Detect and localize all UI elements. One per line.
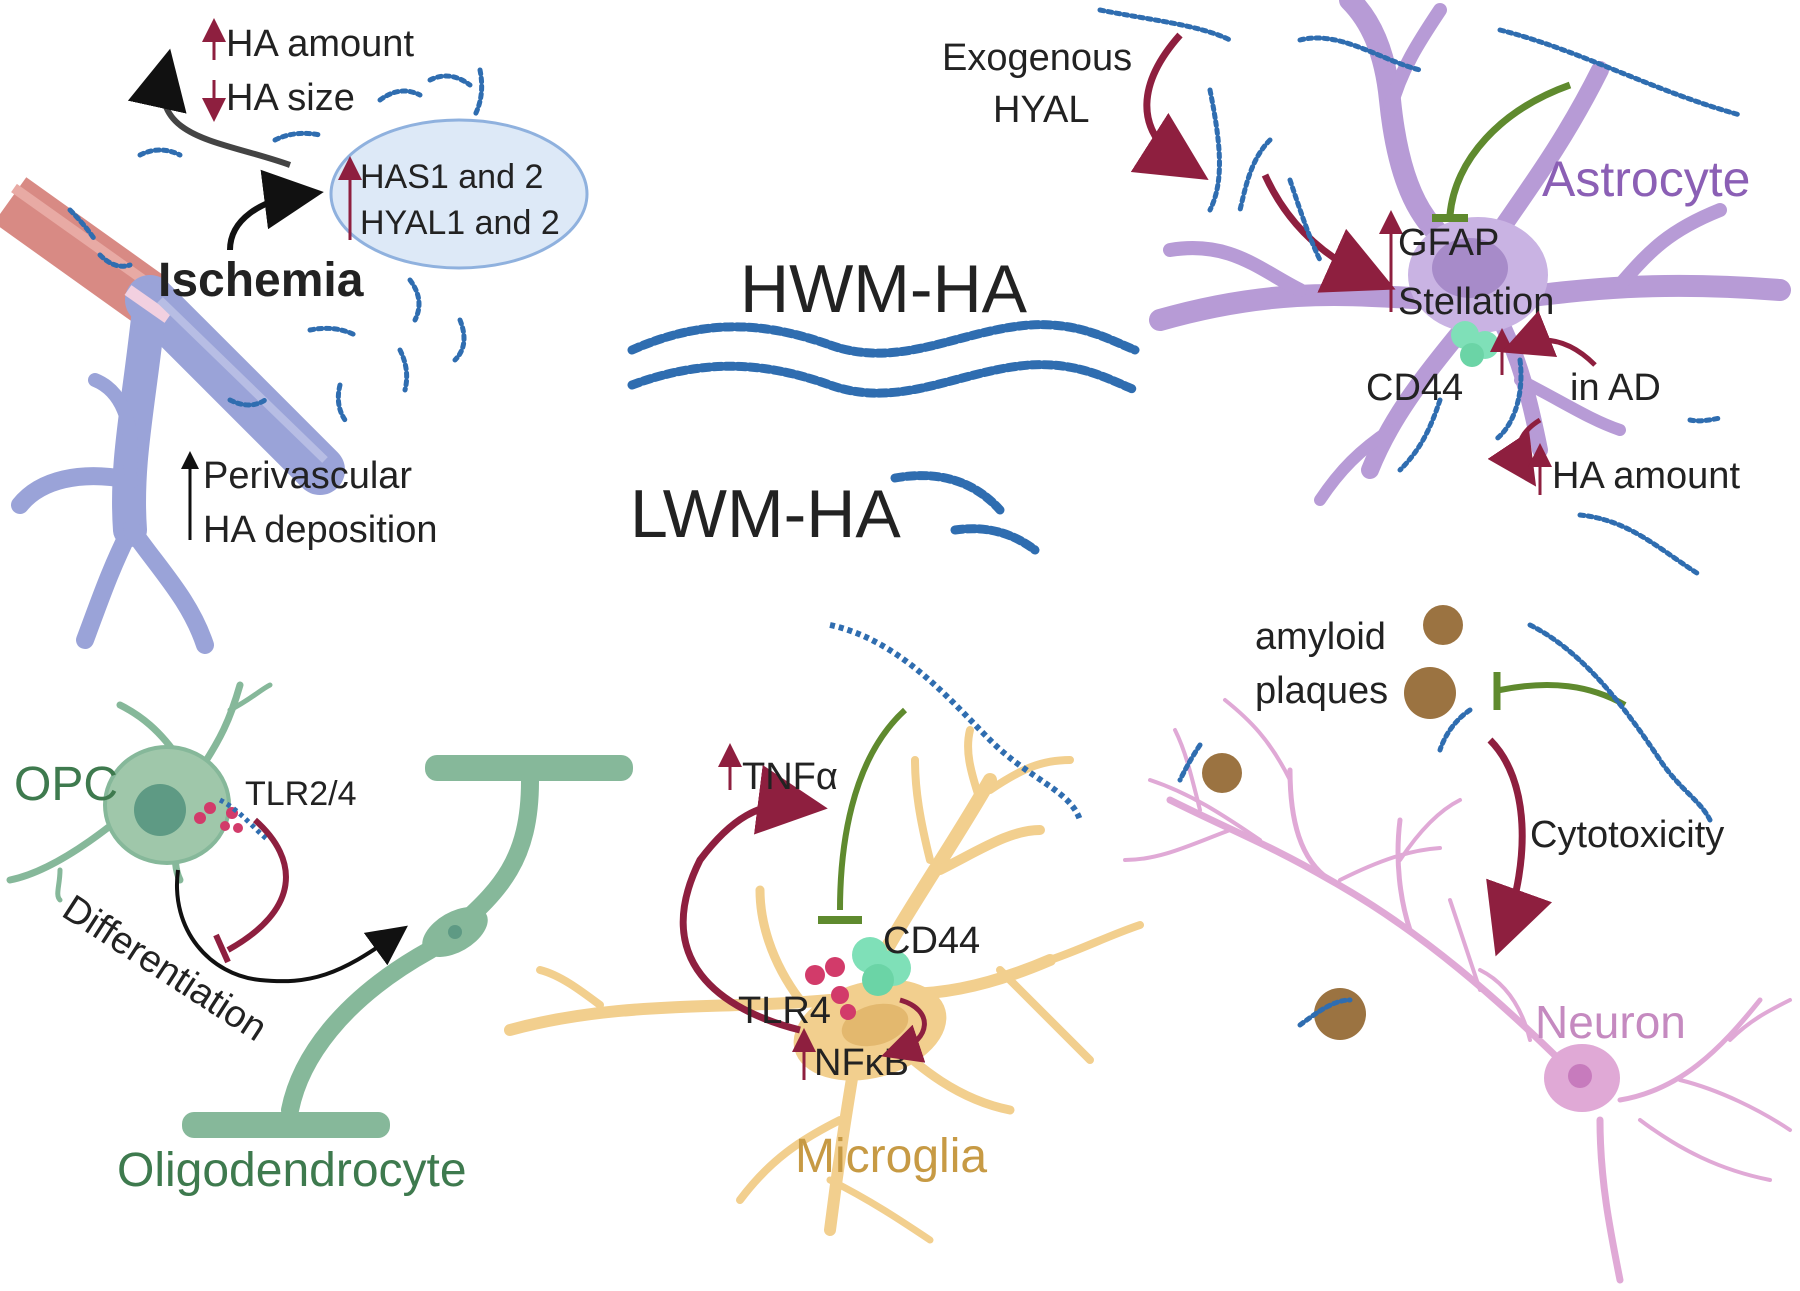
oligodendrocyte-label: Oligodendrocyte — [117, 1144, 467, 1197]
hwm-ha-chains — [627, 320, 1140, 398]
in-ad-label: in AD — [1570, 367, 1661, 409]
tlr4-to-nfkb-arrow — [881, 997, 927, 1063]
hyal-to-cell-arrow — [1130, 32, 1209, 181]
tlr-inhibit-bar — [213, 933, 231, 964]
tlr4-label: TLR4 — [738, 990, 831, 1032]
astrocyte-cd44-icon — [1451, 321, 1499, 367]
exogenous-line2: HYAL — [993, 89, 1089, 131]
opc-panel: OPC TLR2/4 Differentiation Oligodendrocy… — [6, 681, 633, 1197]
ad-to-ha-arrow — [1487, 417, 1542, 487]
nfkb-to-tnf-arrow — [679, 765, 828, 1034]
ha-legend: HWM-HA LWM-HA — [627, 251, 1140, 555]
plaque — [1314, 988, 1366, 1040]
ischemia-ha-size: HA size — [226, 77, 355, 119]
ischemia-title: Ischemia — [158, 254, 364, 307]
microglia-cd44-icon — [852, 937, 911, 996]
astrocyte-panel: Astrocyte Exogenous HYAL GFAP Stellation… — [942, 0, 1791, 578]
ad-to-cd44-arrow — [1501, 310, 1597, 367]
vessel-junction — [124, 285, 172, 323]
differentiation-label: Differentiation — [55, 887, 274, 1050]
vein-tree — [11, 275, 345, 654]
neuron-dendrites — [1123, 698, 1792, 1284]
lwm-ha-fragments — [67, 67, 485, 423]
opc-label: OPC — [14, 758, 118, 811]
ischemia-ha-amount: HA amount — [226, 23, 414, 65]
amyloid-line2: plaques — [1255, 670, 1388, 712]
cytotoxicity-arrow — [1486, 737, 1553, 957]
neuron-nucleus — [1568, 1064, 1592, 1088]
enzyme-line1: HAS1 and 2 — [360, 158, 543, 196]
exogenous-line1: Exogenous — [942, 37, 1132, 79]
astrocyte-cd44: CD44 — [1366, 367, 1463, 409]
ischemia-panel: HAS1 and 2 HYAL1 and 2 Ischemia HA amoun… — [0, 18, 589, 654]
opc-receptor: TLR2/4 — [245, 775, 357, 813]
artery-highlight — [11, 183, 155, 291]
vein-highlight — [157, 297, 328, 463]
hwm-inhibit-cd44 — [837, 707, 908, 911]
opc-ha-chain — [218, 797, 270, 842]
ischemia-to-enzyme-arrow — [227, 169, 324, 251]
cytotoxicity-label: Cytotoxicity — [1530, 814, 1724, 856]
amyloid-plaques — [1202, 605, 1463, 1040]
microglia-panel: TNFα CD44 TLR4 NFκB Microglia — [504, 622, 1144, 1244]
astrocyte-title: Astrocyte — [1542, 151, 1750, 207]
hwm-inhibit-gfap — [1446, 81, 1572, 216]
lwm-label: LWM-HA — [630, 476, 901, 552]
differentiation-arrow — [175, 869, 408, 984]
plaque — [1423, 605, 1463, 645]
artery — [0, 177, 167, 323]
microglia-cd44: CD44 — [883, 920, 980, 962]
astrocyte-nucleus — [1432, 238, 1508, 298]
neuron-ha-chains — [1177, 622, 1713, 1028]
lwm-ha-chains — [890, 471, 1040, 555]
neuron-title: Neuron — [1535, 996, 1686, 1048]
astrocyte-ha-amount: HA amount — [1552, 455, 1740, 497]
hwm-label: HWM-HA — [740, 251, 1028, 327]
plaque — [1404, 667, 1456, 719]
gfap-label: GFAP — [1398, 222, 1499, 264]
opc-nucleus — [134, 784, 186, 836]
opc-tlr-icon — [194, 802, 243, 833]
stellation-label: Stellation — [1398, 281, 1554, 323]
neuron-panel: Neuron amyloid plaques Cytotoxicity — [1123, 605, 1792, 1284]
microglia-title: Microglia — [795, 1130, 987, 1183]
nfkb-label: NFκB — [814, 1042, 909, 1084]
enzyme-to-ha-arrow — [127, 48, 292, 168]
enzyme-ellipse — [329, 118, 589, 270]
tnf-label: TNFα — [742, 756, 838, 798]
enzyme-line2: HYAL1 and 2 — [360, 204, 560, 242]
ha-to-gfap-arrow — [1261, 173, 1396, 293]
astrocyte-ha-chains — [1097, 7, 1743, 578]
microglia-tlr4-icon — [805, 957, 856, 1020]
oligodendrocyte-cell — [182, 755, 633, 1138]
perivascular-line1: Perivascular — [203, 455, 412, 497]
microglia-hwm-chain — [829, 622, 1083, 822]
tlr-inhibit-differentiation — [226, 817, 289, 953]
plaque — [1202, 753, 1242, 793]
perivascular-line2: HA deposition — [203, 509, 438, 551]
amyloid-line1: amyloid — [1255, 616, 1386, 658]
